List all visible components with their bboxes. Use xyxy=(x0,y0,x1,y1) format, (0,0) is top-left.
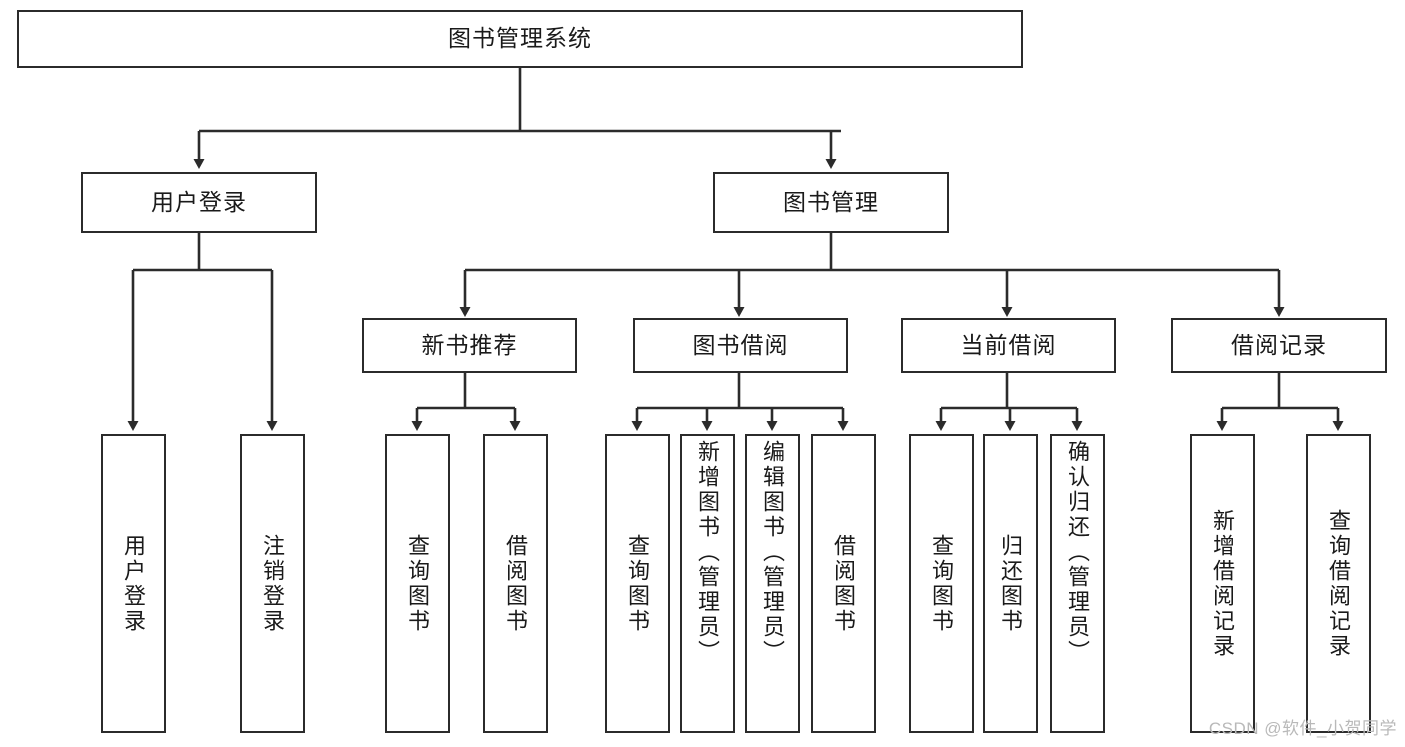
node-current-borrow-label: 当前借阅 xyxy=(960,331,1057,358)
node-leaf-borrow-book-b[interactable]: 借阅图书 xyxy=(811,434,876,733)
node-leaf-edit-book-label: 编辑图书（管理员） xyxy=(760,440,786,665)
node-book-manage-label: 图书管理 xyxy=(783,188,879,215)
node-borrow-record-label: 借阅记录 xyxy=(1231,331,1327,358)
node-leaf-confirm-return-label: 确认归还（管理员） xyxy=(1065,440,1091,665)
node-leaf-query-record[interactable]: 查询借阅记录 xyxy=(1306,434,1371,733)
node-book-borrow[interactable]: 图书借阅 xyxy=(633,318,848,373)
node-leaf-user-login[interactable]: 用户登录 xyxy=(101,434,166,733)
node-leaf-return-book-label: 归还图书 xyxy=(998,533,1024,634)
node-current-borrow[interactable]: 当前借阅 xyxy=(901,318,1116,373)
node-leaf-borrow-book-a[interactable]: 借阅图书 xyxy=(483,434,548,733)
node-borrow-record[interactable]: 借阅记录 xyxy=(1171,318,1387,373)
node-user-login[interactable]: 用户登录 xyxy=(81,172,317,233)
node-new-book-recommend[interactable]: 新书推荐 xyxy=(362,318,577,373)
node-leaf-add-book[interactable]: 新增图书（管理员） xyxy=(680,434,735,733)
node-leaf-confirm-return[interactable]: 确认归还（管理员） xyxy=(1050,434,1105,733)
node-leaf-query-book-a-label: 查询图书 xyxy=(405,533,431,634)
node-user-login-label: 用户登录 xyxy=(151,188,247,215)
node-book-borrow-label: 图书借阅 xyxy=(692,331,789,358)
node-leaf-query-record-label: 查询借阅记录 xyxy=(1326,508,1352,659)
node-leaf-add-record[interactable]: 新增借阅记录 xyxy=(1190,434,1255,733)
node-book-manage[interactable]: 图书管理 xyxy=(713,172,949,233)
node-leaf-query-book-a[interactable]: 查询图书 xyxy=(385,434,450,733)
node-leaf-borrow-book-b-label: 借阅图书 xyxy=(831,533,857,634)
node-leaf-query-book-c-label: 查询图书 xyxy=(929,533,955,634)
node-new-book-recommend-label: 新书推荐 xyxy=(421,331,518,358)
node-leaf-return-book[interactable]: 归还图书 xyxy=(983,434,1038,733)
node-leaf-borrow-book-a-label: 借阅图书 xyxy=(503,533,529,634)
node-leaf-query-book-b[interactable]: 查询图书 xyxy=(605,434,670,733)
node-leaf-query-book-b-label: 查询图书 xyxy=(625,533,651,634)
node-leaf-user-login-label: 用户登录 xyxy=(121,533,147,634)
node-leaf-edit-book[interactable]: 编辑图书（管理员） xyxy=(745,434,800,733)
node-root[interactable]: 图书管理系统 xyxy=(17,10,1023,68)
node-leaf-query-book-c[interactable]: 查询图书 xyxy=(909,434,974,733)
node-leaf-logout-label: 注销登录 xyxy=(260,533,286,634)
node-leaf-add-record-label: 新增借阅记录 xyxy=(1210,508,1236,659)
node-root-label: 图书管理系统 xyxy=(448,25,592,52)
node-leaf-add-book-label: 新增图书（管理员） xyxy=(695,440,721,665)
node-leaf-logout[interactable]: 注销登录 xyxy=(240,434,305,733)
csdn-watermark: CSDN @软件_小贺同学 xyxy=(1208,719,1397,738)
